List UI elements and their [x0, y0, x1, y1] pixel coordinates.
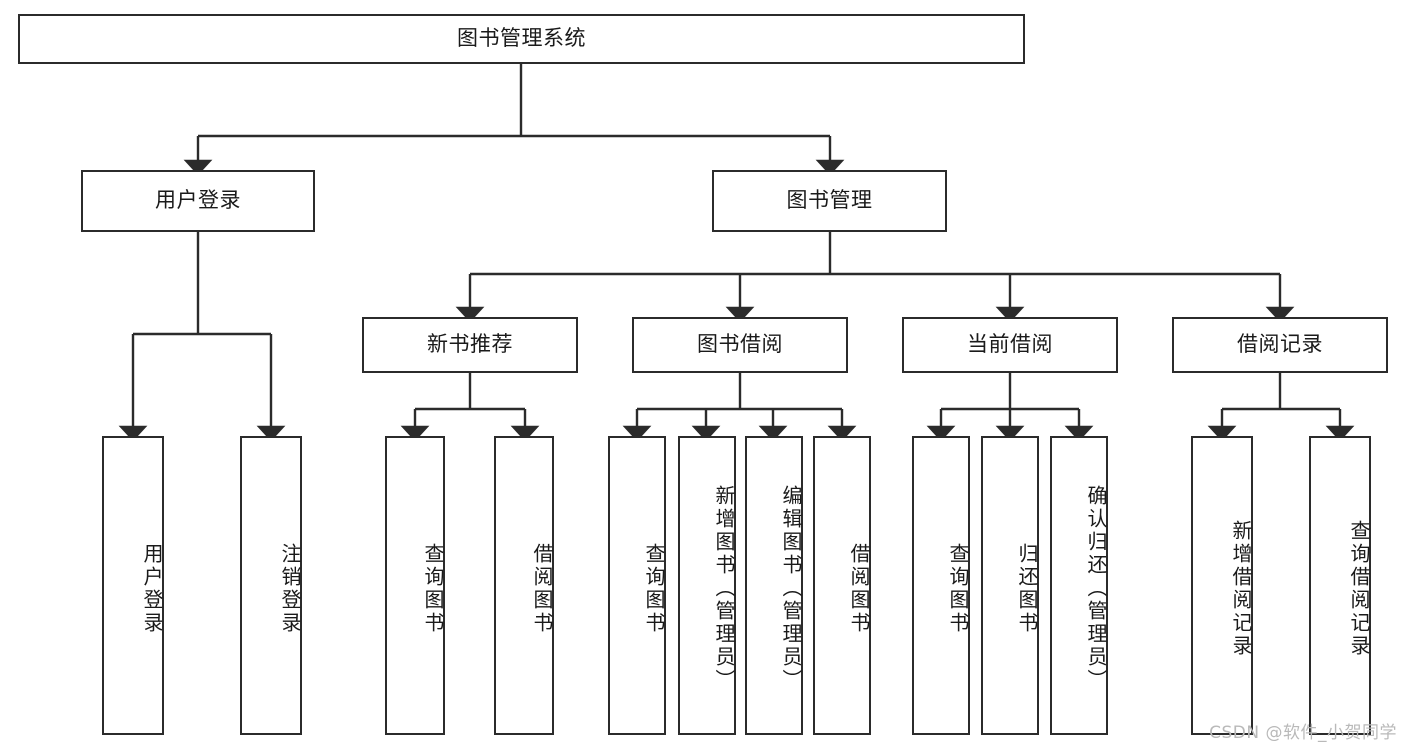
leaf-label: 确认归还（管理员）	[1084, 485, 1108, 692]
leaf-label: 用户登录	[140, 542, 164, 635]
node-new-book-recommend[interactable]: 新书推荐	[362, 317, 578, 373]
leaf-logout[interactable]: 注销登录	[240, 436, 302, 735]
leaf-borrow-books-new[interactable]: 借阅图书	[494, 436, 554, 735]
node-user-login[interactable]: 用户登录	[81, 170, 315, 232]
node-book-borrow[interactable]: 图书借阅	[632, 317, 848, 373]
leaf-query-books-borrow[interactable]: 查询图书	[608, 436, 666, 735]
leaf-label: 注销登录	[278, 542, 302, 635]
csdn-watermark: CSDN @软件_小贺同学	[1209, 723, 1397, 743]
node-book-management[interactable]: 图书管理	[712, 170, 947, 232]
leaf-label: 编辑图书（管理员）	[779, 485, 803, 692]
node-borrow-records[interactable]: 借阅记录	[1172, 317, 1388, 373]
leaf-label: 查询借阅记录	[1347, 519, 1371, 658]
leaf-borrow-books-borrow[interactable]: 借阅图书	[813, 436, 871, 735]
leaf-query-books-new[interactable]: 查询图书	[385, 436, 445, 735]
leaf-label: 新增图书（管理员）	[712, 485, 736, 692]
leaf-return-books[interactable]: 归还图书	[981, 436, 1039, 735]
node-root[interactable]: 图书管理系统	[18, 14, 1025, 64]
leaf-label: 查询图书	[946, 542, 970, 635]
leaf-label: 借阅图书	[847, 542, 871, 635]
leaf-add-book-admin[interactable]: 新增图书（管理员）	[678, 436, 736, 735]
leaf-query-borrow-record[interactable]: 查询借阅记录	[1309, 436, 1371, 735]
leaf-label: 归还图书	[1015, 542, 1039, 635]
leaf-label: 查询图书	[421, 542, 445, 635]
leaf-user-login[interactable]: 用户登录	[102, 436, 164, 735]
leaf-add-borrow-record[interactable]: 新增借阅记录	[1191, 436, 1253, 735]
leaf-label: 新增借阅记录	[1229, 519, 1253, 658]
leaf-label: 借阅图书	[530, 542, 554, 635]
node-current-borrow[interactable]: 当前借阅	[902, 317, 1118, 373]
leaf-edit-book-admin[interactable]: 编辑图书（管理员）	[745, 436, 803, 735]
leaf-confirm-return-admin[interactable]: 确认归还（管理员）	[1050, 436, 1108, 735]
leaf-label: 查询图书	[642, 542, 666, 635]
leaf-query-books-current[interactable]: 查询图书	[912, 436, 970, 735]
